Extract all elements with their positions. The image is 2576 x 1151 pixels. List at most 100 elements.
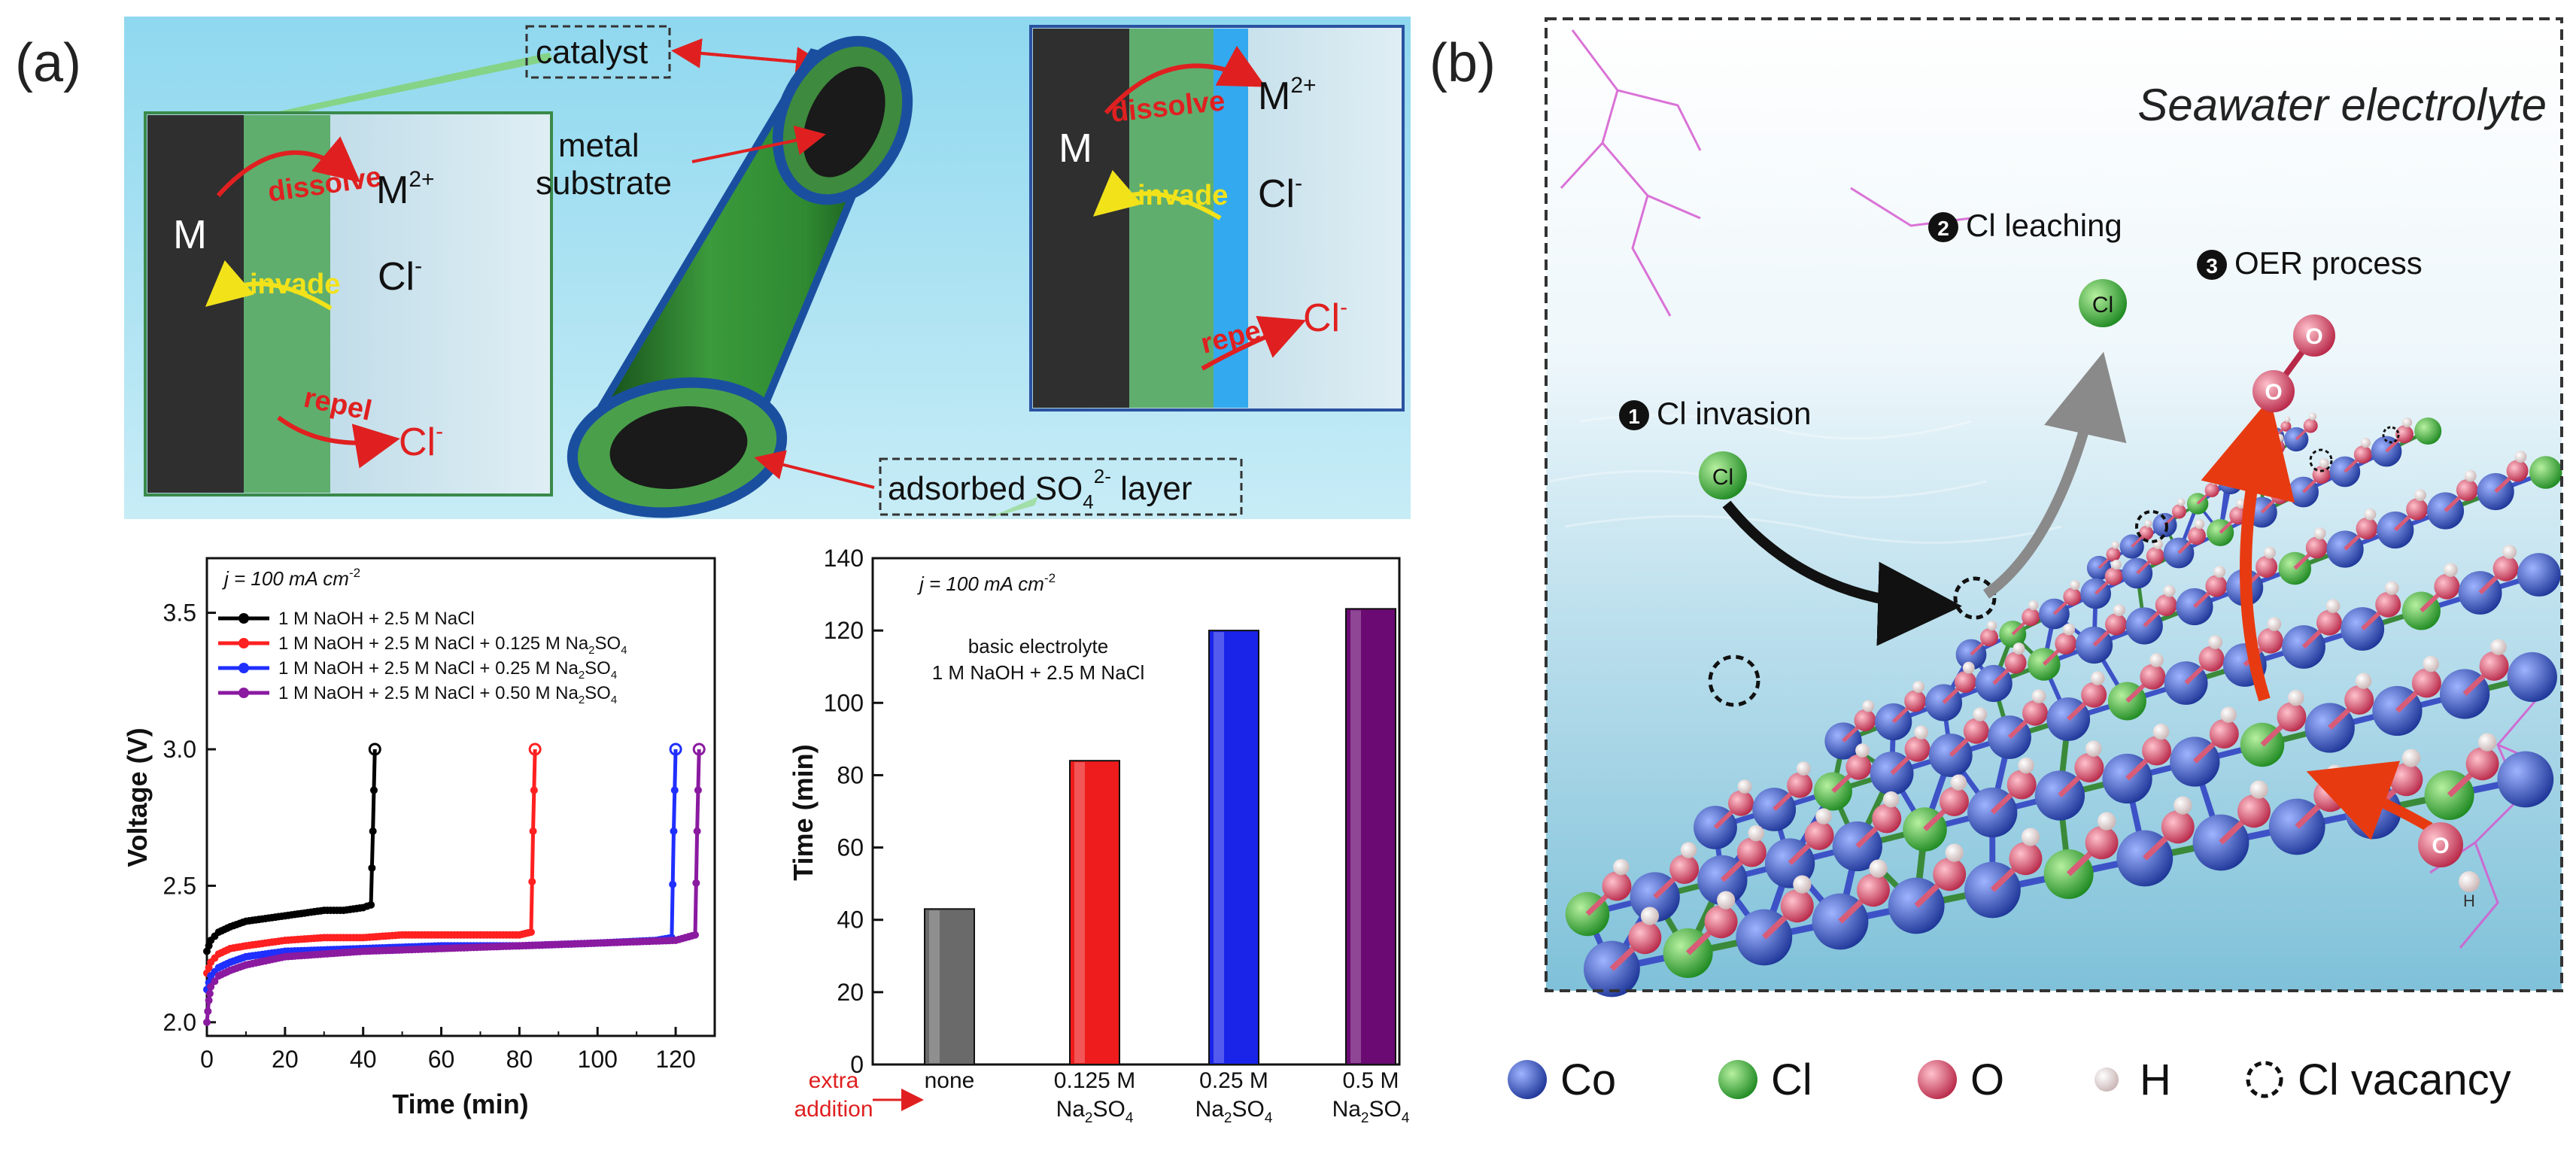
svg-text:invade: invade xyxy=(1138,180,1228,211)
category-label: 0.125 M xyxy=(1054,1068,1135,1093)
o-atom xyxy=(1728,790,1754,816)
h-atom xyxy=(1987,621,1997,631)
legend-label: Co xyxy=(1560,1055,1616,1104)
legend-o-swatch xyxy=(1918,1060,1957,1099)
seawater-scheme: Cl Cl O O O H Seawater electrolyte 1 Cl … xyxy=(1545,17,2563,998)
series-point-1 xyxy=(369,786,378,794)
o-atom xyxy=(2305,536,2328,559)
h-atom xyxy=(1796,761,1811,776)
extra-label-1: extra xyxy=(809,1068,859,1093)
h-atom xyxy=(1855,743,1870,758)
y-tick-label: 120 xyxy=(824,617,864,644)
oh-arrow xyxy=(2306,761,2433,840)
h-atom xyxy=(1869,859,1888,878)
o-atom xyxy=(2204,482,2219,497)
o-atom xyxy=(1787,772,1813,798)
o-atom xyxy=(1933,858,1967,891)
co-atom xyxy=(2517,553,2561,597)
o-atom xyxy=(2344,685,2374,715)
legend-label: Cl xyxy=(1771,1055,1812,1104)
o-atom xyxy=(2104,567,2123,586)
h-atom xyxy=(2018,757,2034,774)
legend-entry: 1 M NaOH + 2.5 M NaCl + 0.25 M Na2SO4 xyxy=(278,658,617,682)
h-atom xyxy=(2028,600,2039,611)
catalyst-label: catalyst xyxy=(536,34,648,71)
o-atom xyxy=(2171,504,2186,519)
o-atom xyxy=(2465,747,2499,781)
o-atom xyxy=(1872,803,1902,834)
series-point-3 xyxy=(670,786,679,794)
metal-label: M xyxy=(173,212,207,257)
series-point-3 xyxy=(670,827,678,835)
adsorbed-layer-label: adsorbed SO42- layer xyxy=(888,465,1192,513)
o-atom xyxy=(2492,555,2519,582)
h-atom xyxy=(2210,476,2219,485)
x-tick-label: 80 xyxy=(506,1046,533,1073)
svg-text:2: 2 xyxy=(1937,217,1949,240)
legend-label: Cl vacancy xyxy=(2298,1055,2511,1104)
h-atom xyxy=(2325,599,2341,613)
category-label-2: Na2SO4 xyxy=(1056,1097,1134,1126)
y-tick-label: 80 xyxy=(837,761,864,788)
h-atom xyxy=(2249,780,2268,799)
y-tick-label: 60 xyxy=(837,834,864,861)
legend-label: H xyxy=(2140,1055,2171,1104)
h-atom xyxy=(1945,843,1964,862)
o-atom xyxy=(2074,752,2104,782)
svg-text:O: O xyxy=(2265,380,2282,405)
h-atom xyxy=(2208,635,2223,649)
h-atom xyxy=(2144,519,2152,528)
scheme-title: Seawater electrolyte xyxy=(2137,80,2547,130)
h-atom xyxy=(2360,438,2371,448)
o-atom xyxy=(2140,664,2166,690)
h-atom xyxy=(2384,581,2399,595)
o-atom xyxy=(1704,905,1738,939)
cl-atom-leached: Cl xyxy=(2079,279,2127,327)
svg-text:Cl: Cl xyxy=(1712,465,1733,490)
h-atom xyxy=(1748,825,1764,842)
o-atom xyxy=(1845,754,1872,780)
h-atom xyxy=(2355,673,2372,689)
h-atom xyxy=(2423,655,2439,673)
y-tick-label: 3.5 xyxy=(163,600,196,627)
legend-co-swatch xyxy=(1508,1060,1547,1099)
panel-b-label: (b) xyxy=(1429,33,1496,93)
legend-marker xyxy=(238,663,249,673)
leaching-arrow xyxy=(1982,351,2127,599)
o-atom xyxy=(1857,873,1890,907)
x-tick-label: 0 xyxy=(200,1046,214,1073)
svg-text:Cl-: Cl- xyxy=(1303,295,1347,340)
h-atom xyxy=(2401,749,2421,767)
h-atom xyxy=(2267,617,2282,631)
bar-highlight xyxy=(1214,632,1224,1063)
h-atom xyxy=(2276,433,2284,442)
h-atom xyxy=(2177,498,2186,506)
cl-atom xyxy=(2414,418,2442,445)
h-atom xyxy=(2444,563,2458,577)
o-atom xyxy=(1602,871,1632,901)
svg-text:O: O xyxy=(2305,324,2322,349)
svg-text:M2+: M2+ xyxy=(1258,73,1317,118)
h-atom xyxy=(2364,508,2377,521)
h-atom xyxy=(2288,689,2304,706)
svg-text:O: O xyxy=(2432,834,2449,858)
series-point-2 xyxy=(528,877,536,885)
bar-chart-frame xyxy=(871,557,1401,1066)
h-atom xyxy=(2277,478,2288,489)
category-label-2: Na2SO4 xyxy=(1332,1097,1410,1126)
o-atom xyxy=(2257,627,2283,654)
cl-vacancy xyxy=(2382,426,2400,444)
series-line-1 xyxy=(205,749,377,952)
o-atom xyxy=(2506,460,2529,482)
h-atom xyxy=(2402,418,2413,428)
oh-molecule: O H xyxy=(2418,822,2480,910)
y-tick-label: 140 xyxy=(824,545,864,572)
h-atom xyxy=(2414,489,2427,502)
h-atom xyxy=(2514,451,2527,463)
o-atom xyxy=(1940,786,1969,816)
y-tick-label: 0 xyxy=(850,1051,864,1078)
bar-chart-ylabel: Time (min) xyxy=(788,744,819,880)
o2-molecule: O O xyxy=(2252,314,2335,412)
